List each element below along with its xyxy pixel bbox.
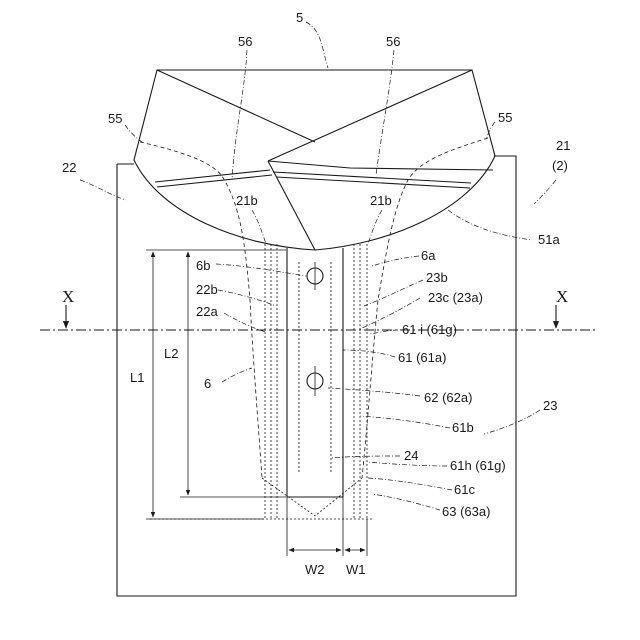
leader-5 xyxy=(306,22,328,68)
label-21: 21 xyxy=(556,138,570,153)
label-61c: 61c xyxy=(454,482,475,497)
leader-6b xyxy=(216,264,306,276)
label-61b: 61b xyxy=(452,420,474,435)
base-body-outline xyxy=(117,156,516,596)
leader-24 xyxy=(332,456,400,458)
label-22b: 22b xyxy=(196,282,218,297)
leader-23 xyxy=(484,410,540,434)
label-6: 6 xyxy=(204,376,211,391)
leader-22b xyxy=(218,290,276,306)
label-61: 61 (61a) xyxy=(398,350,446,365)
label-23c: 23c (23a) xyxy=(428,290,483,305)
label-61h: 61h (61g) xyxy=(450,458,506,473)
leader-22 xyxy=(80,180,126,200)
leader-21b-left xyxy=(252,210,266,244)
leader-63 xyxy=(372,494,440,510)
cutting-edge-band-left xyxy=(155,170,270,182)
label-23b: 23b xyxy=(426,270,448,285)
label-5: 5 xyxy=(296,10,303,25)
leader-6 xyxy=(222,368,252,382)
label-23: 23 xyxy=(543,398,557,413)
label-6a: 6a xyxy=(421,248,436,263)
label-21b-left: 21b xyxy=(236,193,258,208)
label-L2: L2 xyxy=(164,346,178,361)
leader-56-right xyxy=(376,50,394,175)
label-61i: 61 i (61g) xyxy=(402,322,457,337)
leader-61i xyxy=(370,330,398,334)
leader-61 xyxy=(343,350,395,357)
leader-6a xyxy=(372,256,419,266)
label-51a: 51a xyxy=(538,232,560,247)
label-6b: 6b xyxy=(196,258,210,273)
label-x-right: X xyxy=(556,287,568,306)
leader-61b xyxy=(360,416,450,428)
cutting-edge-band-right-inner xyxy=(276,177,470,188)
label-55-left: 55 xyxy=(108,111,122,126)
label-W2: W2 xyxy=(305,562,325,577)
label-2: (2) xyxy=(552,158,568,173)
label-56-left: 56 xyxy=(238,34,252,49)
leader-21 xyxy=(534,180,556,204)
label-x-left: X xyxy=(62,287,74,306)
leader-62 xyxy=(328,388,420,396)
label-24: 24 xyxy=(404,448,418,463)
head-rake-face-left xyxy=(157,70,315,142)
cutting-edge-band-right xyxy=(273,172,471,183)
leader-51a xyxy=(448,210,532,240)
label-22: 22 xyxy=(62,160,76,175)
leader-23b xyxy=(364,280,423,306)
head-insert-top xyxy=(268,161,493,170)
label-56-right: 56 xyxy=(386,34,400,49)
cutting-edge-band-left-inner xyxy=(157,175,272,187)
label-55-right: 55 xyxy=(498,110,512,125)
label-L1: L1 xyxy=(130,370,144,385)
cutting-head-outline xyxy=(134,70,495,250)
leader-22a xyxy=(224,313,266,332)
label-63: 63 (63a) xyxy=(442,504,490,519)
label-21b-right: 21b xyxy=(370,193,392,208)
label-62: 62 (62a) xyxy=(424,390,472,405)
label-W1: W1 xyxy=(346,562,366,577)
head-rake-face-right xyxy=(268,70,472,161)
leader-21b-right xyxy=(368,210,382,244)
leader-61c xyxy=(368,478,452,490)
label-22a: 22a xyxy=(196,304,218,319)
